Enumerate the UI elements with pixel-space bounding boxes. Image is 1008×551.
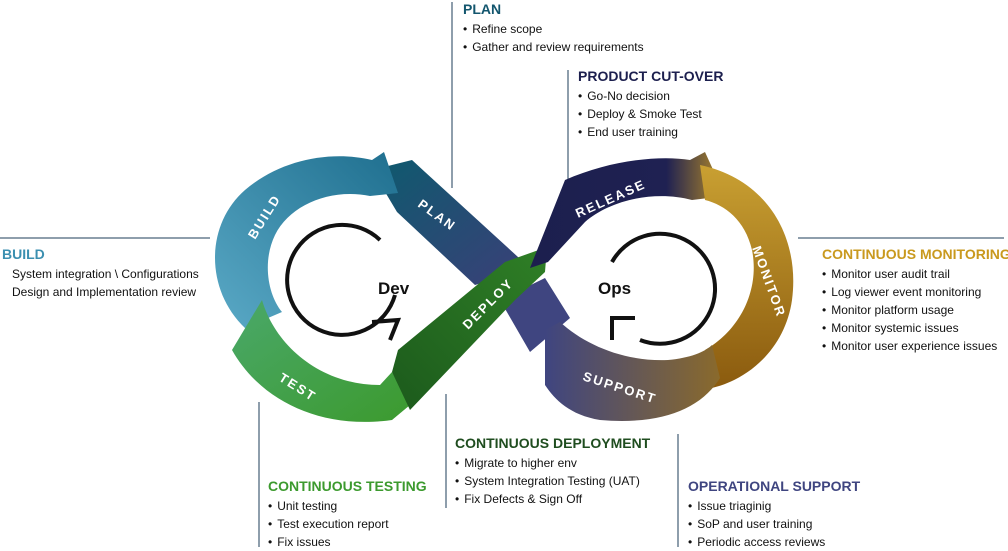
list-item: Refine scope [463,20,644,38]
list-item: Migrate to higher env [455,454,650,472]
build-heading: BUILD [2,246,45,262]
list-item: System Integration Testing (UAT) [455,472,650,490]
list-item: Fix issues [268,533,427,551]
plan-heading: PLAN [463,1,502,17]
monitor-segment [700,165,794,390]
operational-support-list: Issue triaginig SoP and user training Pe… [688,497,860,551]
dev-label: Dev [378,279,410,298]
product-cutover-section: PRODUCT CUT-OVER Go-No decision Deploy &… [578,67,723,141]
support-segment [545,322,720,421]
list-item: Deploy & Smoke Test [578,105,723,123]
dev-cycle-arrowhead [371,317,402,341]
continuous-deployment-section: CONTINUOUS DEPLOYMENT Migrate to higher … [455,434,650,508]
list-item: Go-No decision [578,87,723,105]
list-item: Unit testing [268,497,427,515]
list-item: Monitor platform usage [822,301,1008,319]
list-item: System integration \ Configurations [12,267,199,281]
continuous-testing-list: Unit testing Test execution report Fix i… [268,497,427,551]
list-item: Log viewer event monitoring [822,283,1008,301]
list-item: End user training [578,123,723,141]
list-item: Issue triaginig [688,497,860,515]
continuous-deployment-heading: CONTINUOUS DEPLOYMENT [455,435,651,451]
continuous-testing-heading: CONTINUOUS TESTING [268,478,427,494]
continuous-monitoring-section: CONTINUOUS MONITORING Monitor user audit… [822,245,1008,355]
list-item: SoP and user training [688,515,860,533]
ops-cycle-arrow [610,231,717,346]
operational-support-section: OPERATIONAL SUPPORT Issue triaginig SoP … [688,477,860,551]
continuous-deployment-list: Migrate to higher env System Integration… [455,454,650,508]
operational-support-heading: OPERATIONAL SUPPORT [688,478,861,494]
list-item: Test execution report [268,515,427,533]
continuous-monitoring-heading: CONTINUOUS MONITORING [822,246,1008,262]
continuous-monitoring-list: Monitor user audit trail Log viewer even… [822,265,1008,355]
list-item: Monitor user experience issues [822,337,1008,355]
dev-cycle-arrow [285,222,397,337]
plan-list: Refine scope Gather and review requireme… [463,20,644,56]
continuous-testing-section: CONTINUOUS TESTING Unit testing Test exe… [268,477,427,551]
ops-label: Ops [598,279,631,298]
list-item: Fix Defects & Sign Off [455,490,650,508]
list-item: Monitor user audit trail [822,265,1008,283]
list-item: Monitor systemic issues [822,319,1008,337]
deploy-segment [392,247,547,410]
plan-section: PLAN Refine scope Gather and review requ… [463,0,644,56]
plan-segment [372,160,530,285]
build-section: BUILD System integration \ Configuration… [2,245,199,301]
build-segment [215,152,398,328]
ops-cycle-arrowhead [610,316,635,340]
test-segment [232,300,410,422]
product-cutover-heading: PRODUCT CUT-OVER [578,68,724,84]
list-item: Periodic access reviews [688,533,860,551]
release-segment [530,152,725,268]
list-item: Gather and review requirements [463,38,643,56]
build-list: System integration \ Configurations Desi… [2,265,199,301]
product-cutover-list: Go-No decision Deploy & Smoke Test End u… [578,87,723,141]
list-item: Design and Implementation review [12,285,197,299]
